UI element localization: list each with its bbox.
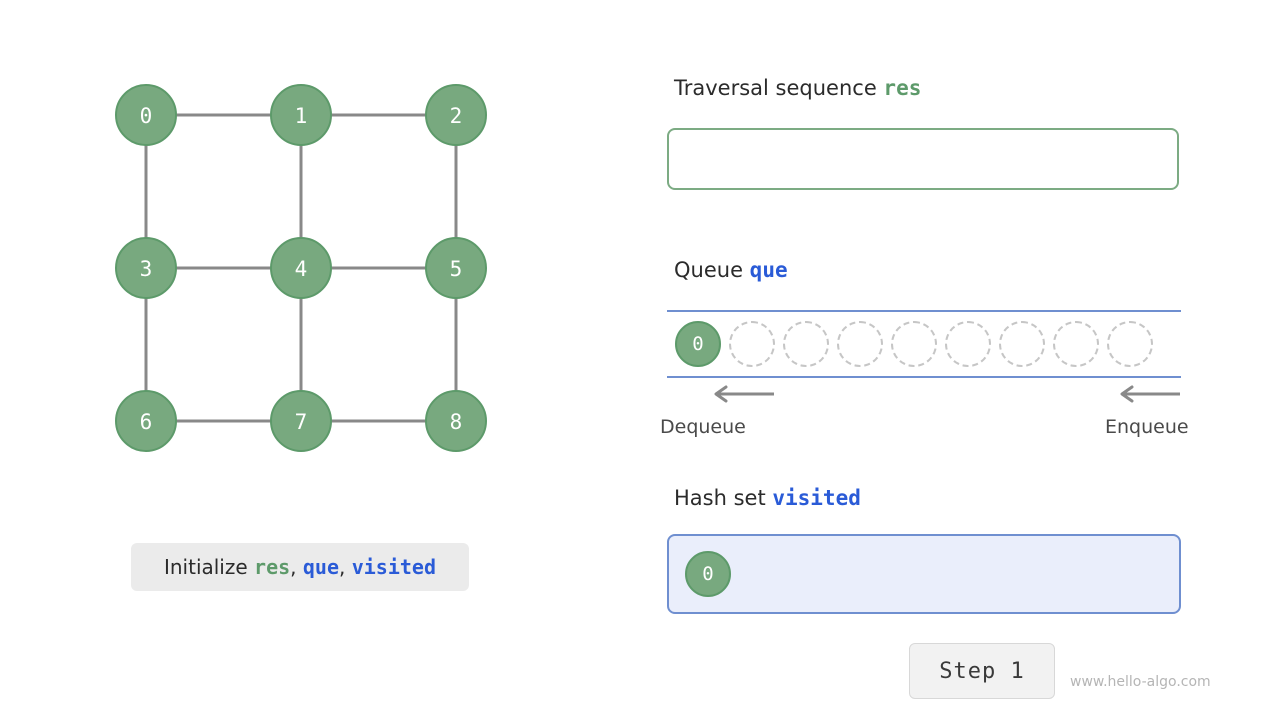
dequeue-label: Dequeue: [660, 416, 746, 438]
caption-res: res: [254, 555, 291, 579]
res-title-var: res: [883, 76, 922, 100]
node-circle: [270, 237, 332, 299]
queue-title-prefix: Queue: [674, 258, 750, 282]
node-label: 8: [450, 410, 463, 434]
caption-box: Initialize res, que, visited: [131, 543, 469, 591]
queue-slot-empty: [891, 321, 937, 367]
visited-item: 0: [685, 551, 731, 597]
node-circle: [425, 237, 487, 299]
node-circle: [115, 84, 177, 146]
node-label: 1: [295, 104, 308, 128]
visited-title-var: visited: [772, 486, 861, 510]
queue-slot-empty: [837, 321, 883, 367]
node-label: 6: [140, 410, 153, 434]
graph-node-3: 3: [115, 237, 177, 299]
graph-node-4: 4: [270, 237, 332, 299]
res-title: Traversal sequence res: [674, 76, 921, 100]
visited-title-prefix: Hash set: [674, 486, 773, 510]
queue-slot-filled: 0: [675, 321, 721, 367]
enqueue-arrow-icon: [1120, 385, 1180, 403]
node-circle: [115, 390, 177, 452]
queue-slot-empty: [1053, 321, 1099, 367]
node-label: 3: [140, 257, 153, 281]
queue-slot-empty: [999, 321, 1045, 367]
res-title-prefix: Traversal sequence: [674, 76, 884, 100]
graph-node-7: 7: [270, 390, 332, 452]
node-circle: [270, 390, 332, 452]
queue-arrows: [667, 382, 1181, 406]
graph-edges: [144, 113, 458, 423]
graph-node-0: 0: [115, 84, 177, 146]
graph-panel: 0 1 2 3 4 5 6 7 8 Initialize res, que, visited: [115, 84, 487, 591]
watermark: www.hello-algo.com: [1070, 674, 1211, 690]
caption-que: que: [302, 555, 339, 579]
state-panel: Traversal sequence res Queue que 0 Deque…: [640, 0, 1280, 720]
node-circle: [425, 84, 487, 146]
visited-title: Hash set visited: [674, 486, 861, 510]
graph-node-5: 5: [425, 237, 487, 299]
node-label: 7: [295, 410, 308, 434]
queue-title-var: que: [749, 258, 788, 282]
queue-slot-empty: [729, 321, 775, 367]
node-label: 5: [450, 257, 463, 281]
queue-slot-empty: [783, 321, 829, 367]
node-label: 0: [140, 104, 153, 128]
caption-prefix: Initialize: [163, 555, 255, 579]
caption-visited: visited: [351, 555, 437, 579]
graph-nodes: 0 1 2 3 4 5 6 7 8: [115, 84, 487, 452]
graph-node-8: 8: [425, 390, 487, 452]
node-label: 4: [295, 257, 308, 281]
node-circle: [115, 237, 177, 299]
graph-svg: 0 1 2 3 4 5 6 7 8: [115, 84, 487, 452]
visited-box: 0: [667, 534, 1181, 614]
graph-node-2: 2: [425, 84, 487, 146]
queue-slot-empty: [945, 321, 991, 367]
queue-slot-empty: [1107, 321, 1153, 367]
res-box: [667, 128, 1179, 190]
queue-slots: 0: [667, 310, 1181, 378]
graph-node-1: 1: [270, 84, 332, 146]
node-circle: [270, 84, 332, 146]
caption-sep1: ,: [290, 555, 303, 579]
queue-title: Queue que: [674, 258, 788, 282]
graph-node-6: 6: [115, 390, 177, 452]
dequeue-arrow-icon: [714, 385, 774, 403]
enqueue-label: Enqueue: [1105, 416, 1189, 438]
node-circle: [425, 390, 487, 452]
caption-sep2: ,: [339, 555, 352, 579]
step-badge: Step 1: [909, 643, 1055, 699]
node-label: 2: [450, 104, 463, 128]
